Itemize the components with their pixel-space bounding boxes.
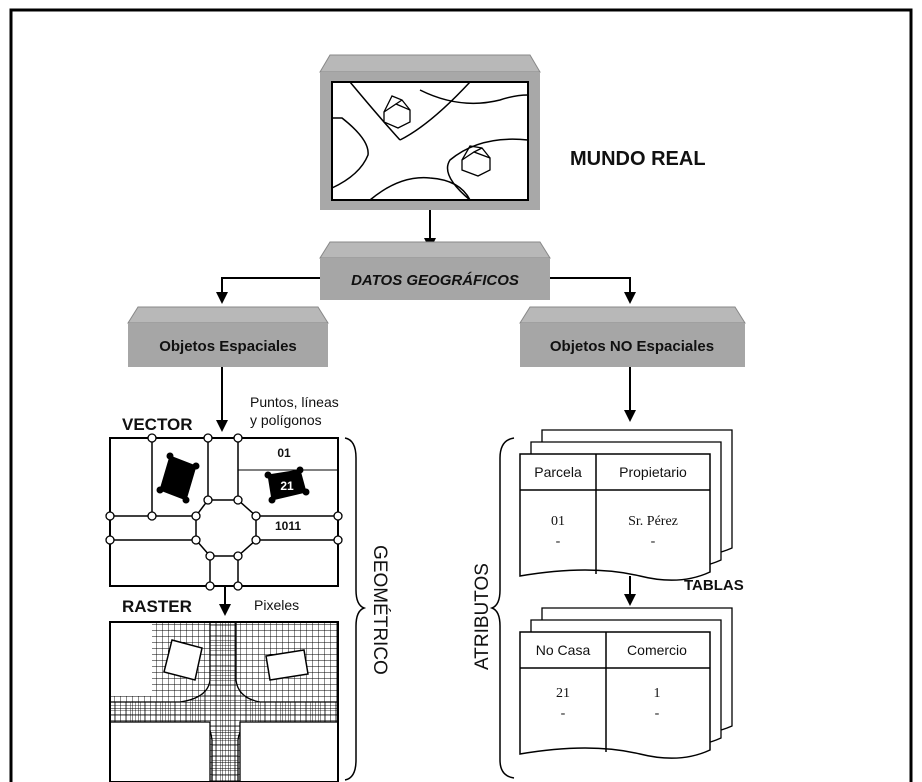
parcel-label-1011: 1011 (275, 519, 301, 533)
vector-note-line1: Puntos, líneas (250, 394, 339, 410)
vector-note-line2: y polígonos (250, 412, 322, 428)
objetos-no-espaciales-box (519, 306, 746, 367)
parcel-label-01: 01 (277, 446, 291, 460)
table2-cell-comercio-2: - (655, 706, 660, 721)
geometrico-label: GEOMÉTRICO (369, 545, 390, 675)
raster-label: RASTER (122, 597, 192, 616)
atributos-brace (489, 437, 515, 779)
table-2 (519, 607, 733, 759)
geometrico-brace (344, 437, 367, 781)
table2-cell-comercio: 1 (654, 686, 661, 701)
table-1 (519, 429, 733, 581)
house-icon (461, 145, 491, 177)
table1-cell-parcela-2: - (556, 534, 561, 549)
mundo-real-box (319, 54, 541, 210)
table2-cell-no-casa-2: - (561, 706, 566, 721)
table1-cell-parcela: 01 (551, 514, 565, 529)
raster-note: Pixeles (254, 597, 299, 613)
datos-geograficos-box (319, 241, 551, 300)
vector-map (105, 433, 343, 591)
table1-cell-propietario: Sr. Pérez (628, 514, 678, 529)
table2-cell-no-casa: 21 (556, 686, 570, 701)
datos-geograficos-label: DATOS GEOGRÁFICOS (351, 272, 519, 289)
parcel-label-21: 21 (280, 479, 294, 493)
house-icon (383, 95, 411, 129)
objetos-espaciales-label: Objetos Espaciales (159, 338, 297, 355)
table1-header-parcela: Parcela (534, 464, 582, 480)
objetos-no-espaciales-label: Objetos NO Espaciales (550, 338, 714, 355)
table2-header-no-casa: No Casa (536, 642, 591, 658)
table1-header-propietario: Propietario (619, 464, 687, 480)
tablas-label: TABLAS (684, 577, 744, 594)
table1-cell-propietario-2: - (651, 534, 656, 549)
mundo-real-label: MUNDO REAL (570, 148, 706, 170)
table2-header-comercio: Comercio (627, 642, 687, 658)
atributos-label: ATRIBUTOS (472, 563, 493, 670)
raster-map (109, 621, 339, 782)
vector-label: VECTOR (122, 415, 193, 434)
objetos-espaciales-box (127, 306, 329, 367)
